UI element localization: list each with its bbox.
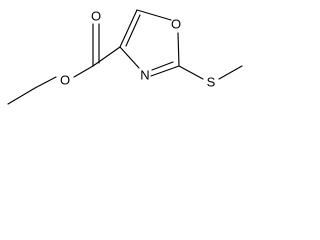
bond-ester-oxygen-carbonyl	[73, 65, 94, 78]
atom-ester-oxygen: O	[60, 73, 70, 88]
bond-ring-c5-o	[136, 9, 172, 21]
bond-sulfur-methyl	[218, 65, 243, 80]
bond-lines	[7, 9, 243, 105]
bond-ethyl-terminal	[7, 87, 36, 105]
bond-c2-sulfur	[178, 65, 204, 80]
atom-thioether-sulfur: S	[207, 75, 216, 90]
bond-ring-n-c4	[119, 46, 140, 69]
bond-ring-o-c2	[177, 32, 180, 67]
atom-labels: O O O N S	[60, 9, 216, 90]
bond-ring-c4-c5	[119, 9, 138, 48]
oxazole-structure-diagram: O O O N S	[7, 9, 243, 105]
atom-ring-oxygen: O	[171, 17, 181, 32]
bond-ethyl-to-oxygen	[34, 76, 57, 89]
bond-ring-c2-n	[150, 65, 180, 77]
bond-ring-c2-n-inner	[151, 61, 174, 71]
bond-ring-c4-c5-inner	[125, 14, 141, 47]
bond-carbonyl-ring	[92, 46, 121, 67]
atom-ring-nitrogen: N	[140, 68, 149, 83]
atom-carbonyl-oxygen: O	[91, 9, 101, 24]
